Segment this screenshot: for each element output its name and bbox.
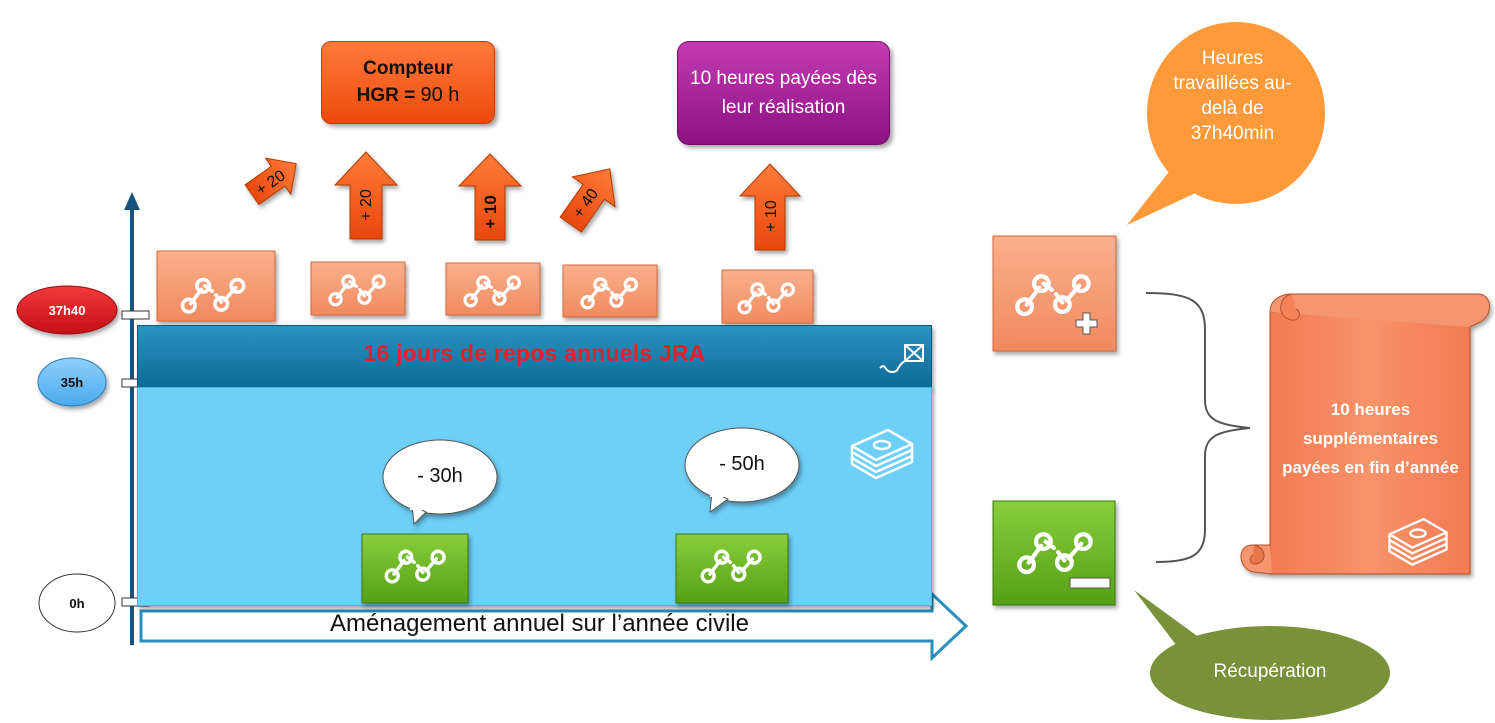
overtime-bubble-label: Heures travaillées au-delà de 37h40min [1173,48,1292,144]
arrow-plus-10-up-bold: + 10 [457,153,523,241]
marker-37h40-label: 37h40 [49,303,86,318]
tile-overtime-1 [156,250,276,322]
marker-0h: 0h [38,573,116,633]
work-hours-area [137,387,932,606]
vertical-axis [124,192,140,645]
marker-37h40: 37h40 [16,285,118,335]
counter-box-title: Compteur [363,58,453,79]
counter-box-line: HGR = 90 h [357,82,460,109]
marker-35h-label: 35h [61,375,83,390]
arrow-plus-10-up-label: + 10 [763,200,780,232]
timeline-label: Aménagement annuel sur l’année civile [330,610,749,637]
arrow-plus-20-diagonal: + 20 [244,157,297,206]
marker-35h: 35h [37,357,107,407]
recovery-bubble-label: Récupération [1213,661,1327,682]
timeline-arrow [139,590,969,662]
scroll-label: 10 heures supplémentaires payées en fin … [1282,400,1459,477]
tile-overtime-3 [445,262,541,316]
speech-bubble-minus-30h-label: - 30h [417,465,463,487]
arrow-plus-20-up-label: + 20 [358,189,375,221]
tile-overtime-5 [721,269,814,324]
band-jra-label: 16 jours de repos annuels JRA [363,340,706,366]
counter-box-label: HGR = [356,85,421,106]
paid-immediately-box: 10 heures payées dès leur réalisation [677,41,890,145]
band-jra: 16 jours de repos annuels JRA [137,325,932,389]
arrow-plus-10-up-bold-label: + 10 [481,195,500,229]
axis-tick-37h40 [121,310,150,320]
tile-overtime-4 [562,264,658,318]
counter-box: Compteur HGR = 90 h [321,41,495,124]
arrow-plus-20-up: + 20 [333,151,399,240]
marker-0h-label: 0h [69,596,84,611]
counter-box-value: 90 h [420,84,460,106]
arrow-plus-40-diagonal: + 40 [559,168,616,233]
arrow-plus-10-up: + 10 [738,163,802,251]
tile-overtime-2 [310,261,406,316]
speech-bubble-minus-50h-label: - 50h [719,453,765,475]
